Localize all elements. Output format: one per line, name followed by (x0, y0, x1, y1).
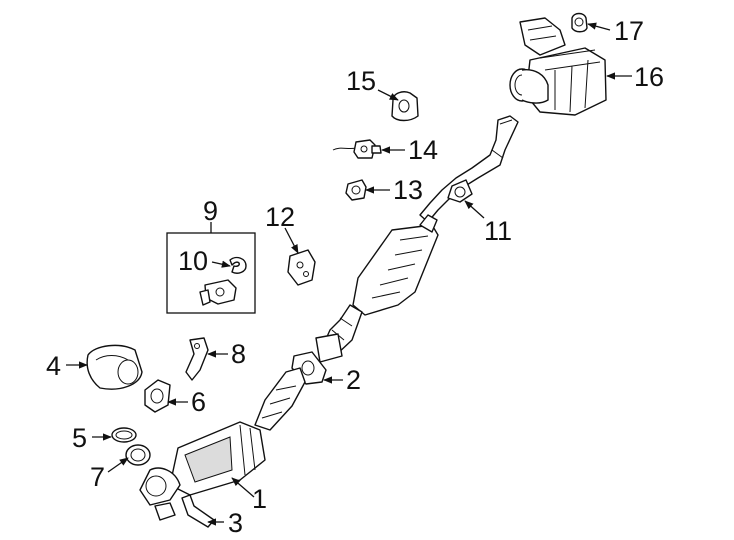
callout-14: 14 (408, 135, 438, 165)
rear-catalytic-converter-part[interactable] (315, 214, 439, 363)
heat-shield-part[interactable] (86, 344, 143, 390)
callout-3: 3 (228, 508, 243, 538)
callout-6: 6 (191, 387, 206, 417)
leader-15 (377, 89, 399, 101)
callout-8: 8 (231, 339, 246, 369)
leader-11 (464, 200, 485, 219)
rear-muffler-part[interactable] (509, 17, 607, 116)
valve-part[interactable] (199, 279, 237, 306)
callout-11: 11 (484, 216, 512, 246)
leader-1 (231, 477, 255, 498)
clamp-part[interactable] (125, 444, 151, 466)
callout-17: 17 (614, 16, 644, 46)
sensor-part[interactable] (345, 179, 367, 201)
leader-7 (107, 457, 129, 473)
seal-ring-part[interactable] (111, 427, 137, 443)
hanger-part[interactable] (391, 91, 419, 122)
leader-10 (211, 260, 231, 268)
leader-12 (284, 227, 299, 254)
callout-2: 2 (346, 365, 361, 395)
callout-15: 15 (346, 66, 376, 96)
isolator-part[interactable] (571, 12, 588, 33)
callout-9: 9 (203, 196, 218, 226)
callout-10: 10 (178, 246, 208, 276)
callout-4: 4 (46, 351, 61, 381)
mounting-bracket-part[interactable] (287, 249, 316, 286)
intermediate-pipe-part[interactable] (419, 115, 519, 223)
callout-16: 16 (634, 62, 664, 92)
clip-part[interactable] (229, 256, 247, 274)
callout-1: 1 (252, 484, 267, 514)
oxygen-sensor-part[interactable] (332, 139, 382, 159)
callout-12: 12 (265, 202, 295, 232)
support-bracket-part[interactable] (185, 337, 209, 381)
callout-5: 5 (72, 423, 87, 453)
front-converter-part[interactable] (139, 367, 306, 506)
callout-13: 13 (393, 175, 423, 205)
callout-7: 7 (90, 462, 105, 492)
flange-gasket-part[interactable] (144, 379, 171, 413)
leader-17 (587, 22, 611, 31)
